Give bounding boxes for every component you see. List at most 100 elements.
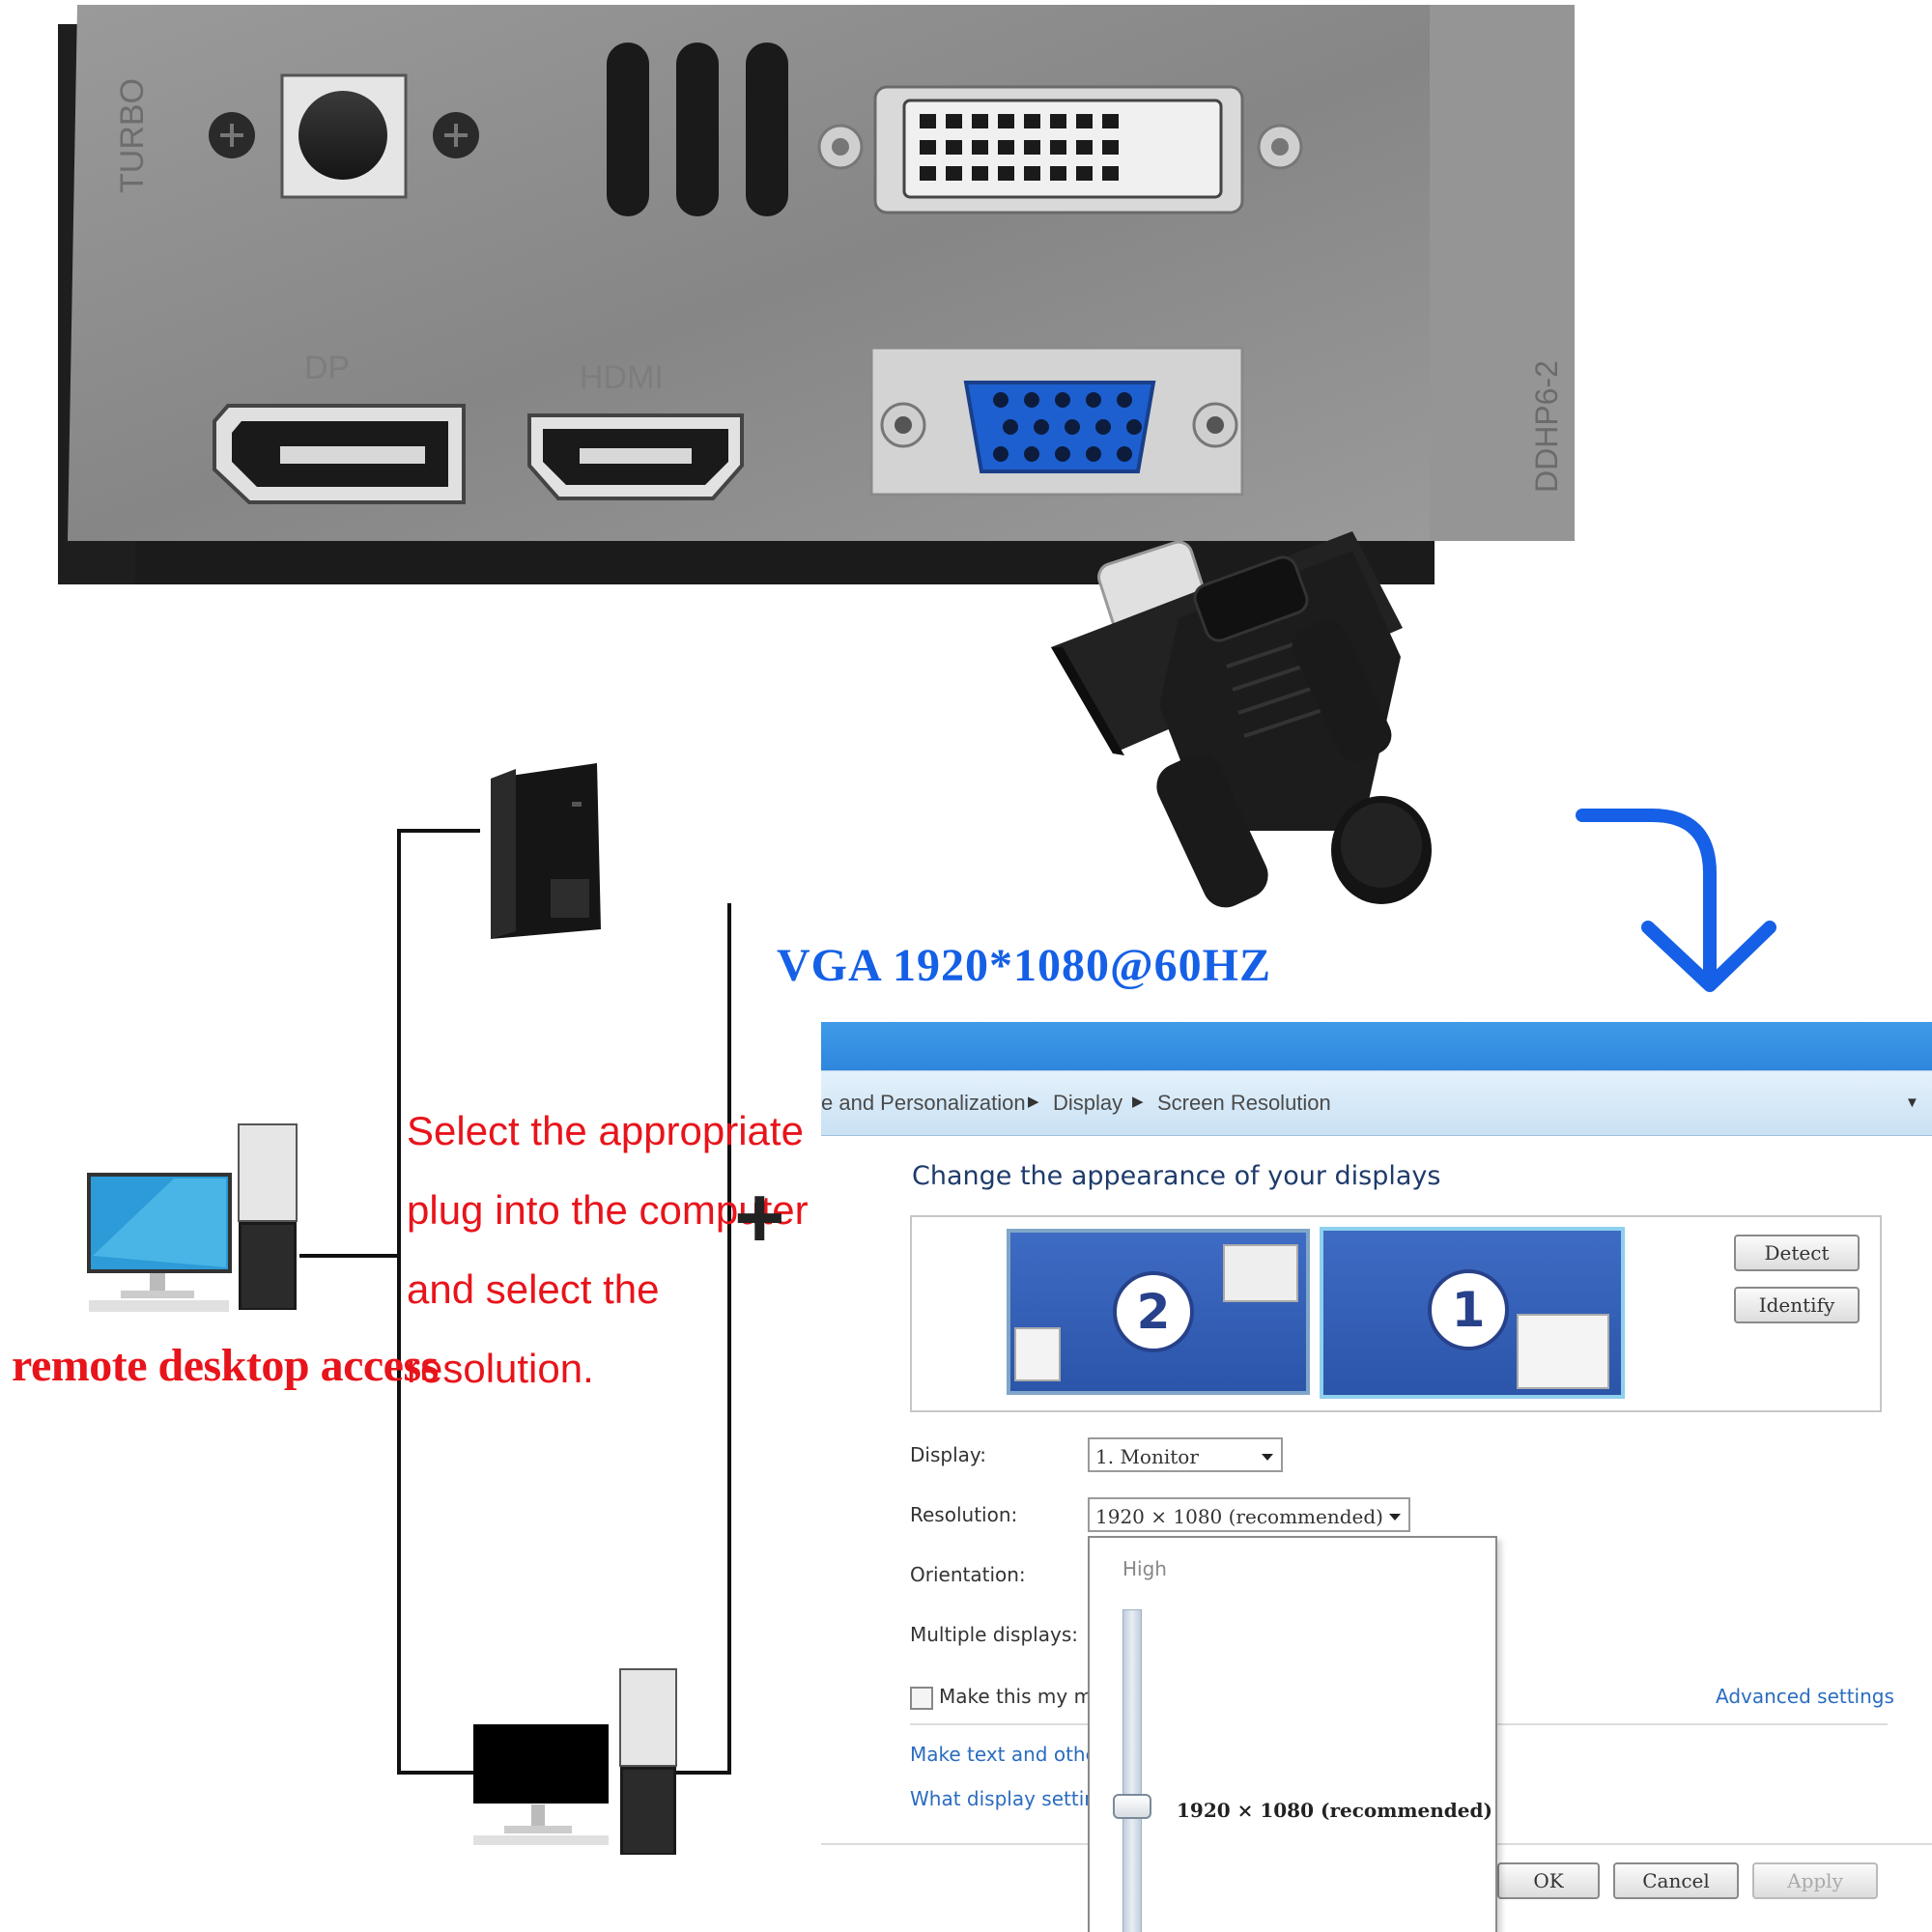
chevron-down-icon	[1389, 1514, 1401, 1520]
local-workstation-icon	[473, 1668, 677, 1855]
instruction-line: Select the appropriate	[407, 1108, 804, 1153]
instruction-line: resolution.	[407, 1346, 594, 1391]
monitor-1-tile[interactable]: 1	[1320, 1227, 1625, 1399]
dvi-pin	[998, 114, 1014, 128]
connection-diagram	[87, 763, 731, 1855]
display-value: 1. Monitor	[1095, 1445, 1199, 1468]
breadcrumb-screen-resolution[interactable]: Screen Resolution	[1157, 1091, 1331, 1115]
window-titlebar	[821, 1022, 1932, 1070]
vga-pin	[1024, 392, 1039, 408]
instruction-line: plug into the computer	[407, 1187, 809, 1233]
monitor-arrangement-area[interactable]: 2 1	[910, 1215, 1882, 1412]
vga-pin	[1117, 392, 1132, 408]
vga-pin	[1065, 419, 1080, 435]
keypad-thumbnail-icon	[1517, 1314, 1609, 1389]
main-display-label: Make this my ma	[939, 1685, 1105, 1708]
dvi-pin	[1050, 166, 1066, 181]
dvi-pin	[972, 114, 988, 128]
vga-pin	[1055, 392, 1070, 408]
high-label: High	[1122, 1557, 1167, 1580]
breadcrumb-separator-icon: ▶	[1132, 1094, 1144, 1110]
plus-sign: +	[734, 1170, 785, 1266]
make-text-link[interactable]: Make text and other	[910, 1743, 1106, 1766]
gpu-bracket-illustration: TURBO DP HDMI DDHP6-2	[58, 5, 1575, 584]
dvi-pin	[946, 114, 962, 128]
address-dropdown-icon[interactable]: ▼	[1905, 1094, 1919, 1111]
advanced-settings-link[interactable]: Advanced settings	[1716, 1685, 1894, 1708]
resolution-slider-thumb[interactable]	[1113, 1793, 1151, 1819]
ok-button[interactable]: OK	[1497, 1862, 1600, 1899]
cancel-button[interactable]: Cancel	[1613, 1862, 1739, 1899]
breadcrumb-separator-icon: ▶	[1028, 1094, 1039, 1110]
dvi-pin	[1050, 114, 1066, 128]
dvi-pin	[946, 166, 962, 181]
vga-dummy-plug-illustration	[1051, 531, 1432, 908]
vga-pin	[1117, 446, 1132, 462]
display-select[interactable]: 1. Monitor	[1088, 1437, 1283, 1472]
orientation-label: Orientation:	[910, 1563, 1026, 1586]
remote-workstation-icon	[87, 1123, 298, 1312]
detect-button[interactable]: Detect	[1734, 1235, 1860, 1271]
dvi-pin	[946, 140, 962, 155]
dvi-pin	[1024, 140, 1040, 155]
display-label: Display:	[910, 1443, 987, 1466]
hdmi-label: HDMI	[580, 359, 664, 396]
turbo-label: TURBO	[114, 78, 151, 193]
apply-button[interactable]: Apply	[1752, 1862, 1878, 1899]
monitor-number: 2	[1113, 1271, 1194, 1352]
dvi-pin	[1102, 114, 1119, 128]
resolution-slider-track[interactable]	[1122, 1609, 1142, 1932]
remote-desktop-label: remote desktop access	[12, 1340, 439, 1391]
vga-pin	[1055, 446, 1070, 462]
vga-pin	[1034, 419, 1049, 435]
vga-pin	[1086, 392, 1101, 408]
dvi-pin	[920, 166, 936, 181]
breadcrumb-display[interactable]: Display	[1053, 1091, 1123, 1115]
page-heading: Change the appearance of your displays	[912, 1161, 1441, 1191]
chevron-down-icon	[1262, 1454, 1273, 1461]
resolution-select[interactable]: 1920 × 1080 (recommended)	[1088, 1497, 1410, 1532]
monitor-2-tile[interactable]: 2	[1007, 1229, 1310, 1395]
vga-pin	[1126, 419, 1142, 435]
resolution-label: Resolution:	[910, 1503, 1018, 1526]
resolution-value: 1920 × 1080 (recommended)	[1095, 1505, 1383, 1528]
display-settings-link[interactable]: What display setting	[910, 1787, 1109, 1810]
vga-pin	[1086, 446, 1101, 462]
dvi-pin	[998, 140, 1014, 155]
vga-pin	[993, 392, 1009, 408]
vga-pin	[1095, 419, 1111, 435]
dvi-pin	[1076, 166, 1093, 181]
multiple-displays-label: Multiple displays:	[910, 1623, 1078, 1646]
dvi-pin	[920, 140, 936, 155]
selected-resolution-label: 1920 × 1080 (recommended)	[1177, 1799, 1492, 1822]
window-thumbnail-icon	[1223, 1244, 1298, 1302]
blue-arrow-icon	[1576, 809, 1776, 992]
dvi-pin	[972, 166, 988, 181]
dvi-pin	[920, 114, 936, 128]
model-label: DDHP6-2	[1529, 360, 1564, 493]
vga-pin	[1024, 446, 1039, 462]
dvi-pin	[1076, 114, 1093, 128]
dvi-pin	[1050, 140, 1066, 155]
address-bar[interactable]: e and Personalization ▶ Display ▶ Screen…	[821, 1070, 1932, 1136]
vga-pin	[1003, 419, 1018, 435]
vga-pin	[993, 446, 1009, 462]
instruction-line: and select the	[407, 1266, 660, 1312]
dvi-pin	[972, 140, 988, 155]
monitor-number: 1	[1428, 1269, 1509, 1350]
vga-resolution-spec: VGA 1920*1080@60HZ	[777, 940, 1272, 991]
dvi-pin	[1024, 114, 1040, 128]
dp-label: DP	[304, 350, 350, 386]
breadcrumb-personalization[interactable]: e and Personalization	[821, 1091, 1026, 1115]
instruction-text: Select the appropriate plug into the com…	[407, 1092, 809, 1408]
dvi-pin	[1076, 140, 1093, 155]
main-display-checkbox[interactable]	[910, 1687, 933, 1710]
screen-resolution-window: e and Personalization ▶ Display ▶ Screen…	[821, 1022, 1932, 1932]
dvi-pin	[1102, 140, 1119, 155]
dvi-pin	[1102, 166, 1119, 181]
dvi-pin	[1024, 166, 1040, 181]
resolution-dropdown[interactable]: High 1920 × 1080 (recommended)	[1088, 1536, 1497, 1932]
identify-button[interactable]: Identify	[1734, 1287, 1860, 1323]
dvi-pin	[998, 166, 1014, 181]
window-thumbnail-icon	[1014, 1327, 1061, 1381]
